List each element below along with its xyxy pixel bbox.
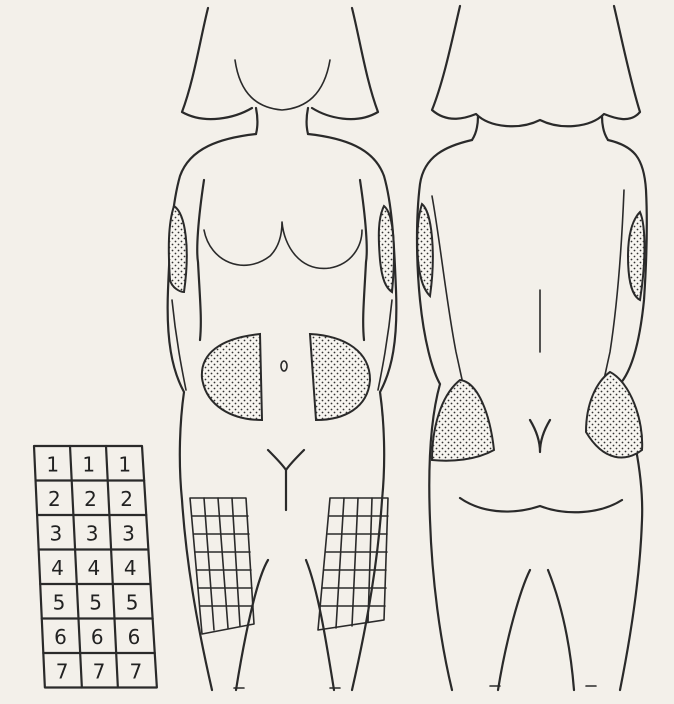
back-right-arm-zone (628, 212, 645, 300)
panel-column-divider (70, 446, 82, 688)
panel-cell-number: 7 (93, 659, 106, 683)
back-arm-lines (432, 190, 624, 388)
panel-cell-number: 1 (82, 452, 95, 476)
back-right-buttock-zone (586, 372, 642, 457)
back-left-buttock-zone (432, 380, 494, 461)
front-navel (281, 361, 287, 371)
front-left-abdomen-zone (202, 334, 262, 420)
back-inner-legs (498, 570, 574, 690)
panel-cell-number: 4 (124, 556, 137, 580)
panel-cell-number: 5 (89, 590, 102, 614)
front-right-thigh-grid (318, 498, 388, 630)
back-figure (417, 6, 647, 690)
panel-cell-number: 1 (118, 452, 131, 476)
back-hair (432, 6, 640, 126)
panel-cell-number: 4 (87, 556, 100, 580)
front-chin (235, 60, 330, 110)
back-left-arm-zone (417, 204, 433, 296)
front-groin (268, 450, 304, 510)
front-right-abdomen-zone (310, 334, 370, 420)
front-left-thigh-grid (190, 498, 254, 634)
panel-cell-number: 2 (84, 487, 97, 511)
panel-cell-number: 6 (91, 625, 104, 649)
panel-cell-number: 3 (86, 521, 99, 545)
panel-cell-number: 5 (126, 590, 139, 614)
panel-cell-number: 2 (120, 487, 133, 511)
panel-cell-number: 7 (56, 659, 69, 683)
front-breasts (204, 222, 362, 268)
front-hair (182, 8, 378, 119)
panel-cell-number: 2 (48, 487, 61, 511)
panel-cell-number: 4 (51, 556, 64, 580)
panel-column-divider (106, 446, 118, 688)
panel-cell-number: 1 (46, 452, 59, 476)
panel-cell-number: 3 (122, 521, 135, 545)
panel-cell-number: 6 (54, 625, 67, 649)
front-neck (256, 108, 308, 134)
panel-cell-number: 5 (53, 590, 66, 614)
panel-cell-number: 7 (129, 659, 142, 683)
front-figure (168, 8, 397, 690)
front-left-arm-zone (169, 206, 187, 292)
panel-cell-number: 3 (50, 521, 63, 545)
panel-cell-number: 6 (128, 625, 141, 649)
